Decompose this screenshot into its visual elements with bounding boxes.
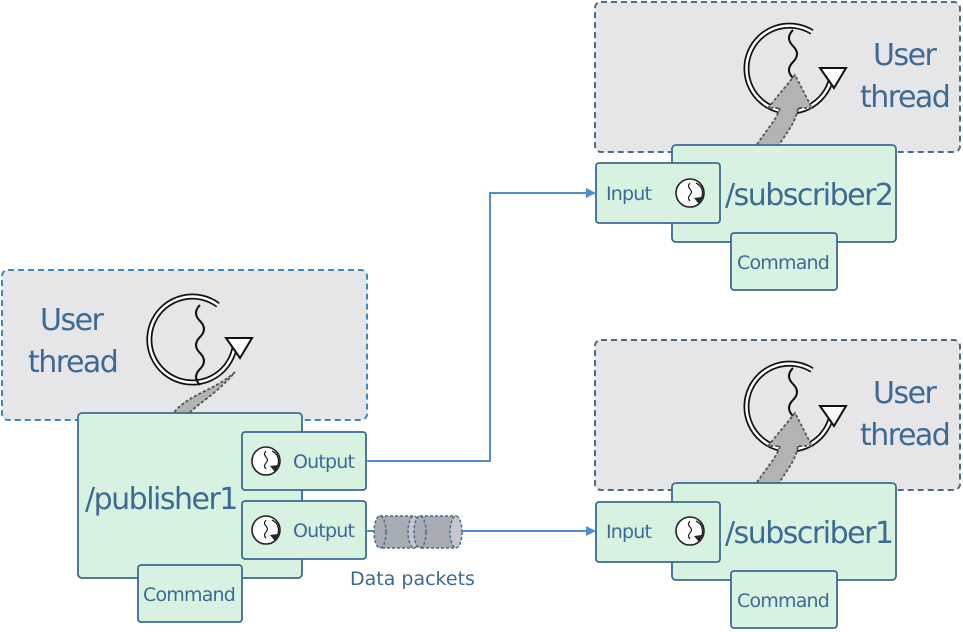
subscriber2-command-box[interactable]: Command bbox=[730, 232, 838, 291]
publisher-node-name: /publisher1 bbox=[85, 482, 237, 517]
subscriber2-input-port[interactable]: Input bbox=[595, 162, 721, 224]
subscriber2-node-name: /subscriber2 bbox=[725, 178, 893, 213]
subscriber1-input-port[interactable]: Input bbox=[595, 501, 721, 563]
publisher-command-box[interactable]: Command bbox=[137, 564, 243, 623]
output-loop-icon bbox=[251, 446, 281, 476]
user-thread-label-line1: User bbox=[40, 303, 105, 338]
data-packets: Data packets bbox=[350, 515, 475, 590]
publisher-command-label: Command bbox=[143, 584, 235, 606]
output-port-1[interactable]: Output bbox=[241, 431, 367, 491]
data-packet bbox=[413, 515, 463, 549]
subscriber1-node[interactable]: /subscriber1 bbox=[671, 482, 897, 581]
subscriber2-user-thread: User thread bbox=[594, 1, 961, 179]
output-port-1-label: Output bbox=[293, 451, 355, 473]
subscriber2-command-label: Command bbox=[737, 252, 829, 274]
subscriber1-node-name: /subscriber1 bbox=[725, 516, 893, 551]
user-thread-label-line2: thread bbox=[860, 418, 949, 453]
subscriber1-input-label: Input bbox=[606, 521, 652, 543]
subscriber2-node[interactable]: /subscriber2 bbox=[671, 144, 897, 243]
subscriber1-command-box[interactable]: Command bbox=[730, 570, 838, 629]
user-thread-label-line1: User bbox=[873, 38, 938, 73]
connector-to-subscriber2 bbox=[366, 188, 596, 462]
subscriber2-input-label: Input bbox=[606, 183, 652, 205]
user-thread-label-line2: thread bbox=[860, 80, 949, 115]
subscriber1-command-label: Command bbox=[737, 590, 829, 612]
output-loop-icon bbox=[251, 515, 281, 545]
input-loop-icon bbox=[675, 178, 705, 208]
loop-icon bbox=[743, 22, 848, 115]
loop-icon bbox=[146, 293, 254, 386]
output-port-2[interactable]: Output bbox=[241, 500, 367, 560]
user-thread-label-line2: thread bbox=[28, 345, 117, 380]
data-packet bbox=[373, 515, 421, 549]
loop-icon bbox=[743, 360, 848, 453]
output-port-2-label: Output bbox=[293, 520, 355, 542]
data-packets-caption: Data packets bbox=[350, 568, 475, 590]
input-loop-icon bbox=[675, 516, 705, 546]
user-thread-label-line1: User bbox=[873, 376, 938, 411]
